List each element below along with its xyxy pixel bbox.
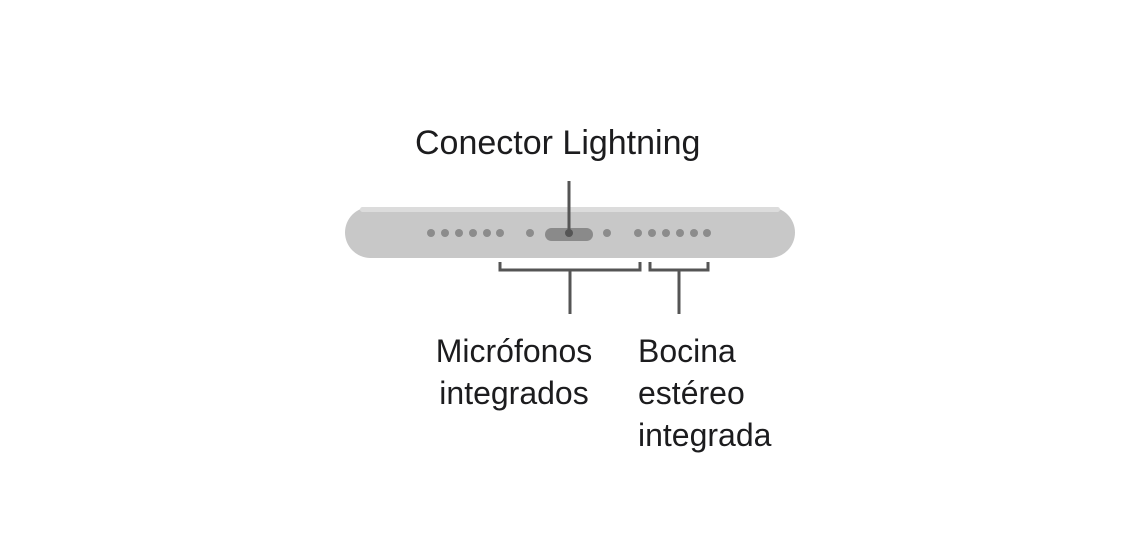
speaker-label-line: integrada [638, 417, 772, 453]
speaker-label: Bocina estéreo integrada [638, 330, 771, 456]
microphones-label: Micrófonos integrados [410, 330, 618, 414]
hole-dot [427, 229, 435, 237]
connector-label: Conector Lightning [415, 124, 701, 162]
hole-dot [634, 229, 642, 237]
leader-lines [498, 181, 710, 314]
microphones-label-line: Micrófonos [435, 333, 593, 369]
hole-dot [526, 229, 534, 237]
speaker-label-line: Bocina [638, 333, 736, 369]
hole-dot [690, 229, 698, 237]
speaker-label-line: estéreo [638, 375, 745, 411]
hole-dot [469, 229, 477, 237]
hole-dot [703, 229, 711, 237]
microphones-bracket [498, 262, 642, 272]
hole-dot [603, 229, 611, 237]
microphones-label-line: integrados [439, 375, 589, 411]
hole-dot [455, 229, 463, 237]
hole-dot [648, 229, 656, 237]
speaker-mic-holes [427, 229, 711, 237]
connector-leader-dot [565, 229, 573, 237]
hole-dot [441, 229, 449, 237]
hole-dot [496, 229, 504, 237]
hole-dot [483, 229, 491, 237]
hole-dot [676, 229, 684, 237]
hole-dot [662, 229, 670, 237]
speaker-bracket [648, 262, 710, 272]
